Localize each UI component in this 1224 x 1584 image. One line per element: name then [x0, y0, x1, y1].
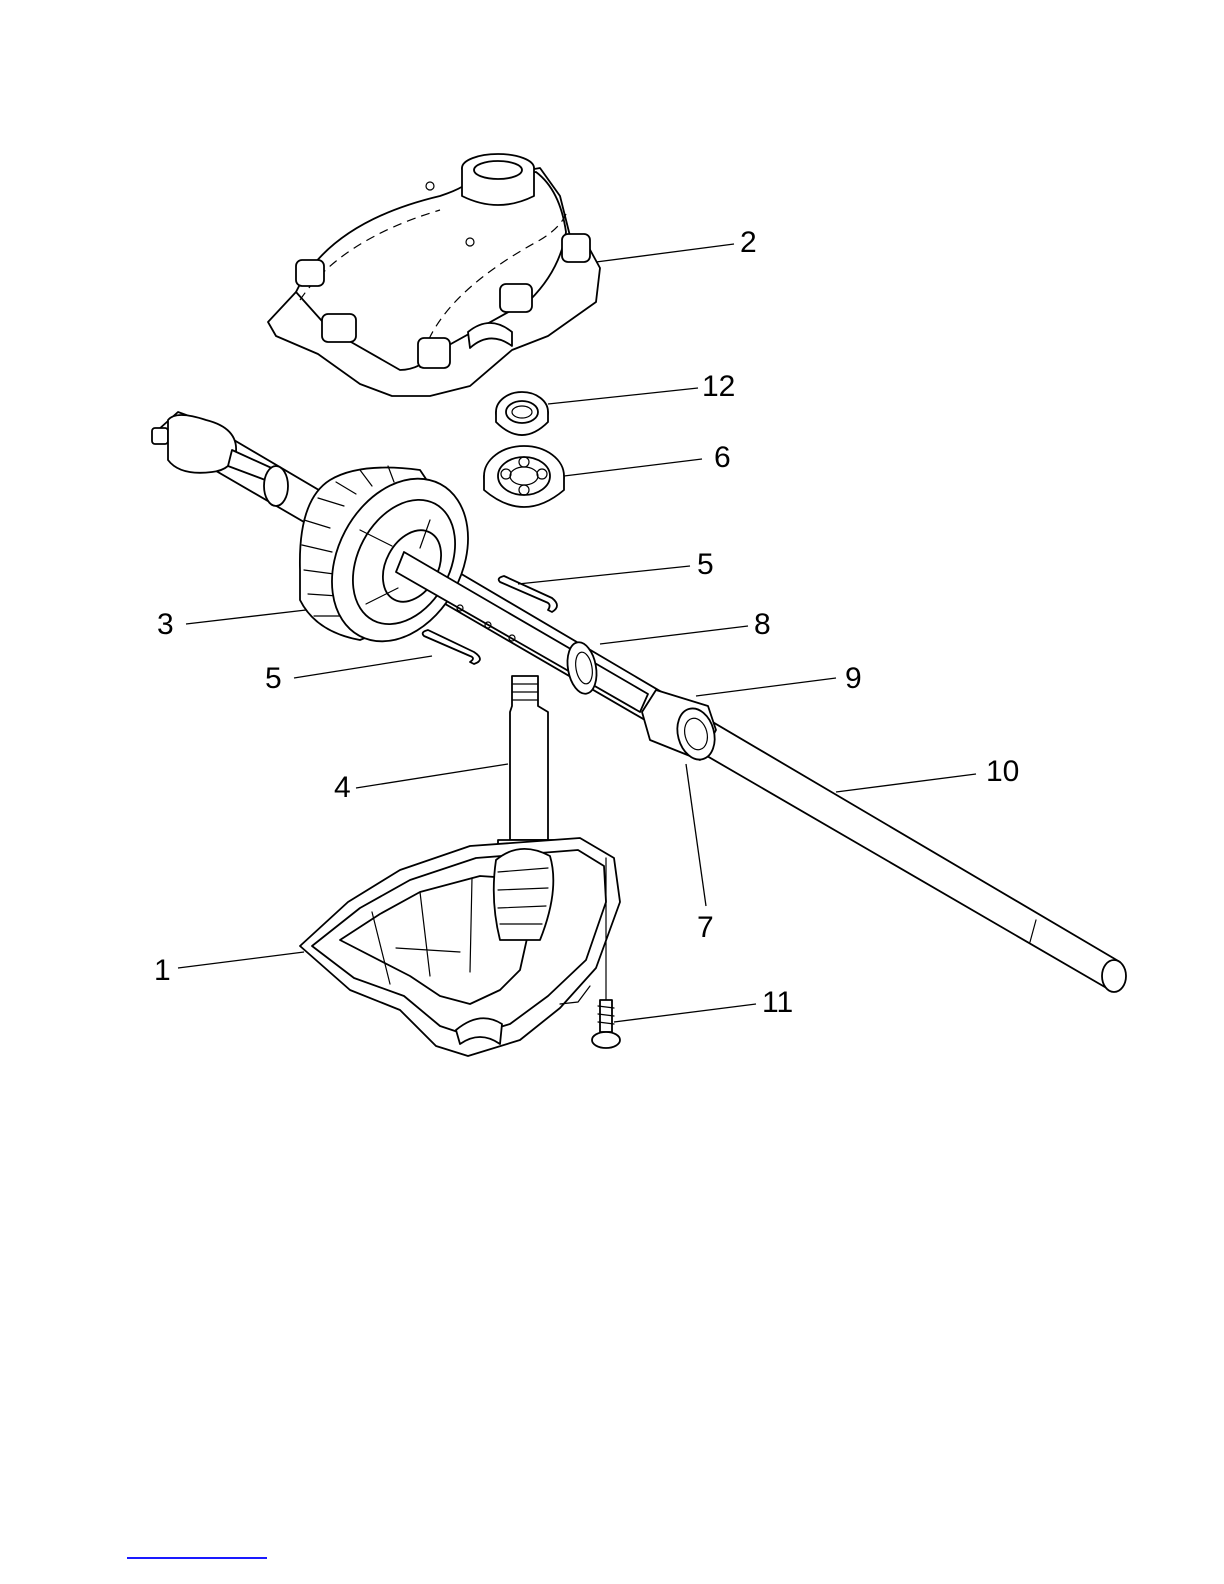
callout-4: 4	[334, 771, 351, 804]
callout-5-lower: 5	[265, 662, 282, 695]
callout-3: 3	[157, 608, 174, 641]
callout-7: 7	[697, 911, 714, 944]
callout-12: 12	[702, 370, 735, 403]
upper-gear-housing	[268, 154, 600, 396]
small-bearing	[496, 392, 548, 435]
ball-bearing	[484, 446, 564, 507]
callout-11: 11	[762, 986, 793, 1019]
callout-10: 10	[986, 755, 1019, 788]
callout-1: 1	[154, 954, 171, 987]
footer-rule	[127, 1557, 267, 1559]
bevel-gear	[300, 455, 495, 665]
callout-6: 6	[714, 441, 731, 474]
worm-shaft	[498, 676, 558, 850]
lower-gear-housing	[300, 838, 620, 1056]
callout-2: 2	[740, 226, 757, 259]
callout-5-upper: 5	[697, 548, 714, 581]
callout-8: 8	[754, 608, 771, 641]
callout-9: 9	[845, 662, 862, 695]
bushing	[642, 690, 720, 764]
cross-pin-lower	[423, 630, 480, 664]
screw	[592, 1000, 620, 1048]
